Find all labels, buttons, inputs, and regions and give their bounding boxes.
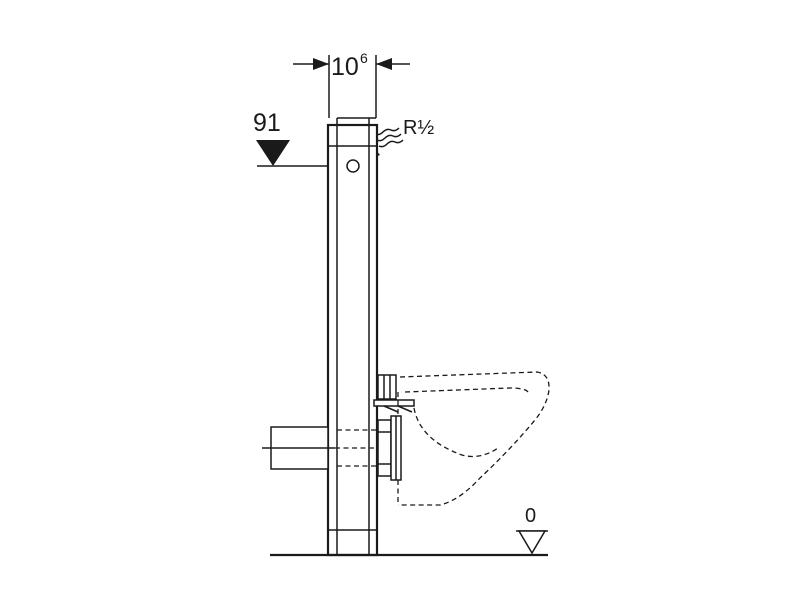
height-marker-triangle-icon	[256, 140, 290, 166]
height-value: 91	[253, 109, 281, 137]
connection-port	[346, 159, 360, 173]
width-dimension: 10 6	[293, 50, 410, 118]
installation-frame	[326, 117, 379, 557]
width-superscript: 6	[360, 50, 368, 66]
dimension-arrow-right-icon	[376, 58, 392, 70]
drain-pipe	[262, 426, 386, 470]
dimension-arrow-left-icon	[313, 58, 329, 70]
floor-marker-triangle-icon	[517, 530, 547, 555]
drain-connector	[377, 415, 402, 481]
width-value: 10	[331, 53, 359, 81]
floor-marker: 0	[516, 505, 548, 555]
wc-outline	[397, 371, 550, 506]
inlet-connector	[373, 374, 415, 413]
floor-value: 0	[525, 505, 536, 527]
connection-label: R½	[403, 117, 434, 139]
